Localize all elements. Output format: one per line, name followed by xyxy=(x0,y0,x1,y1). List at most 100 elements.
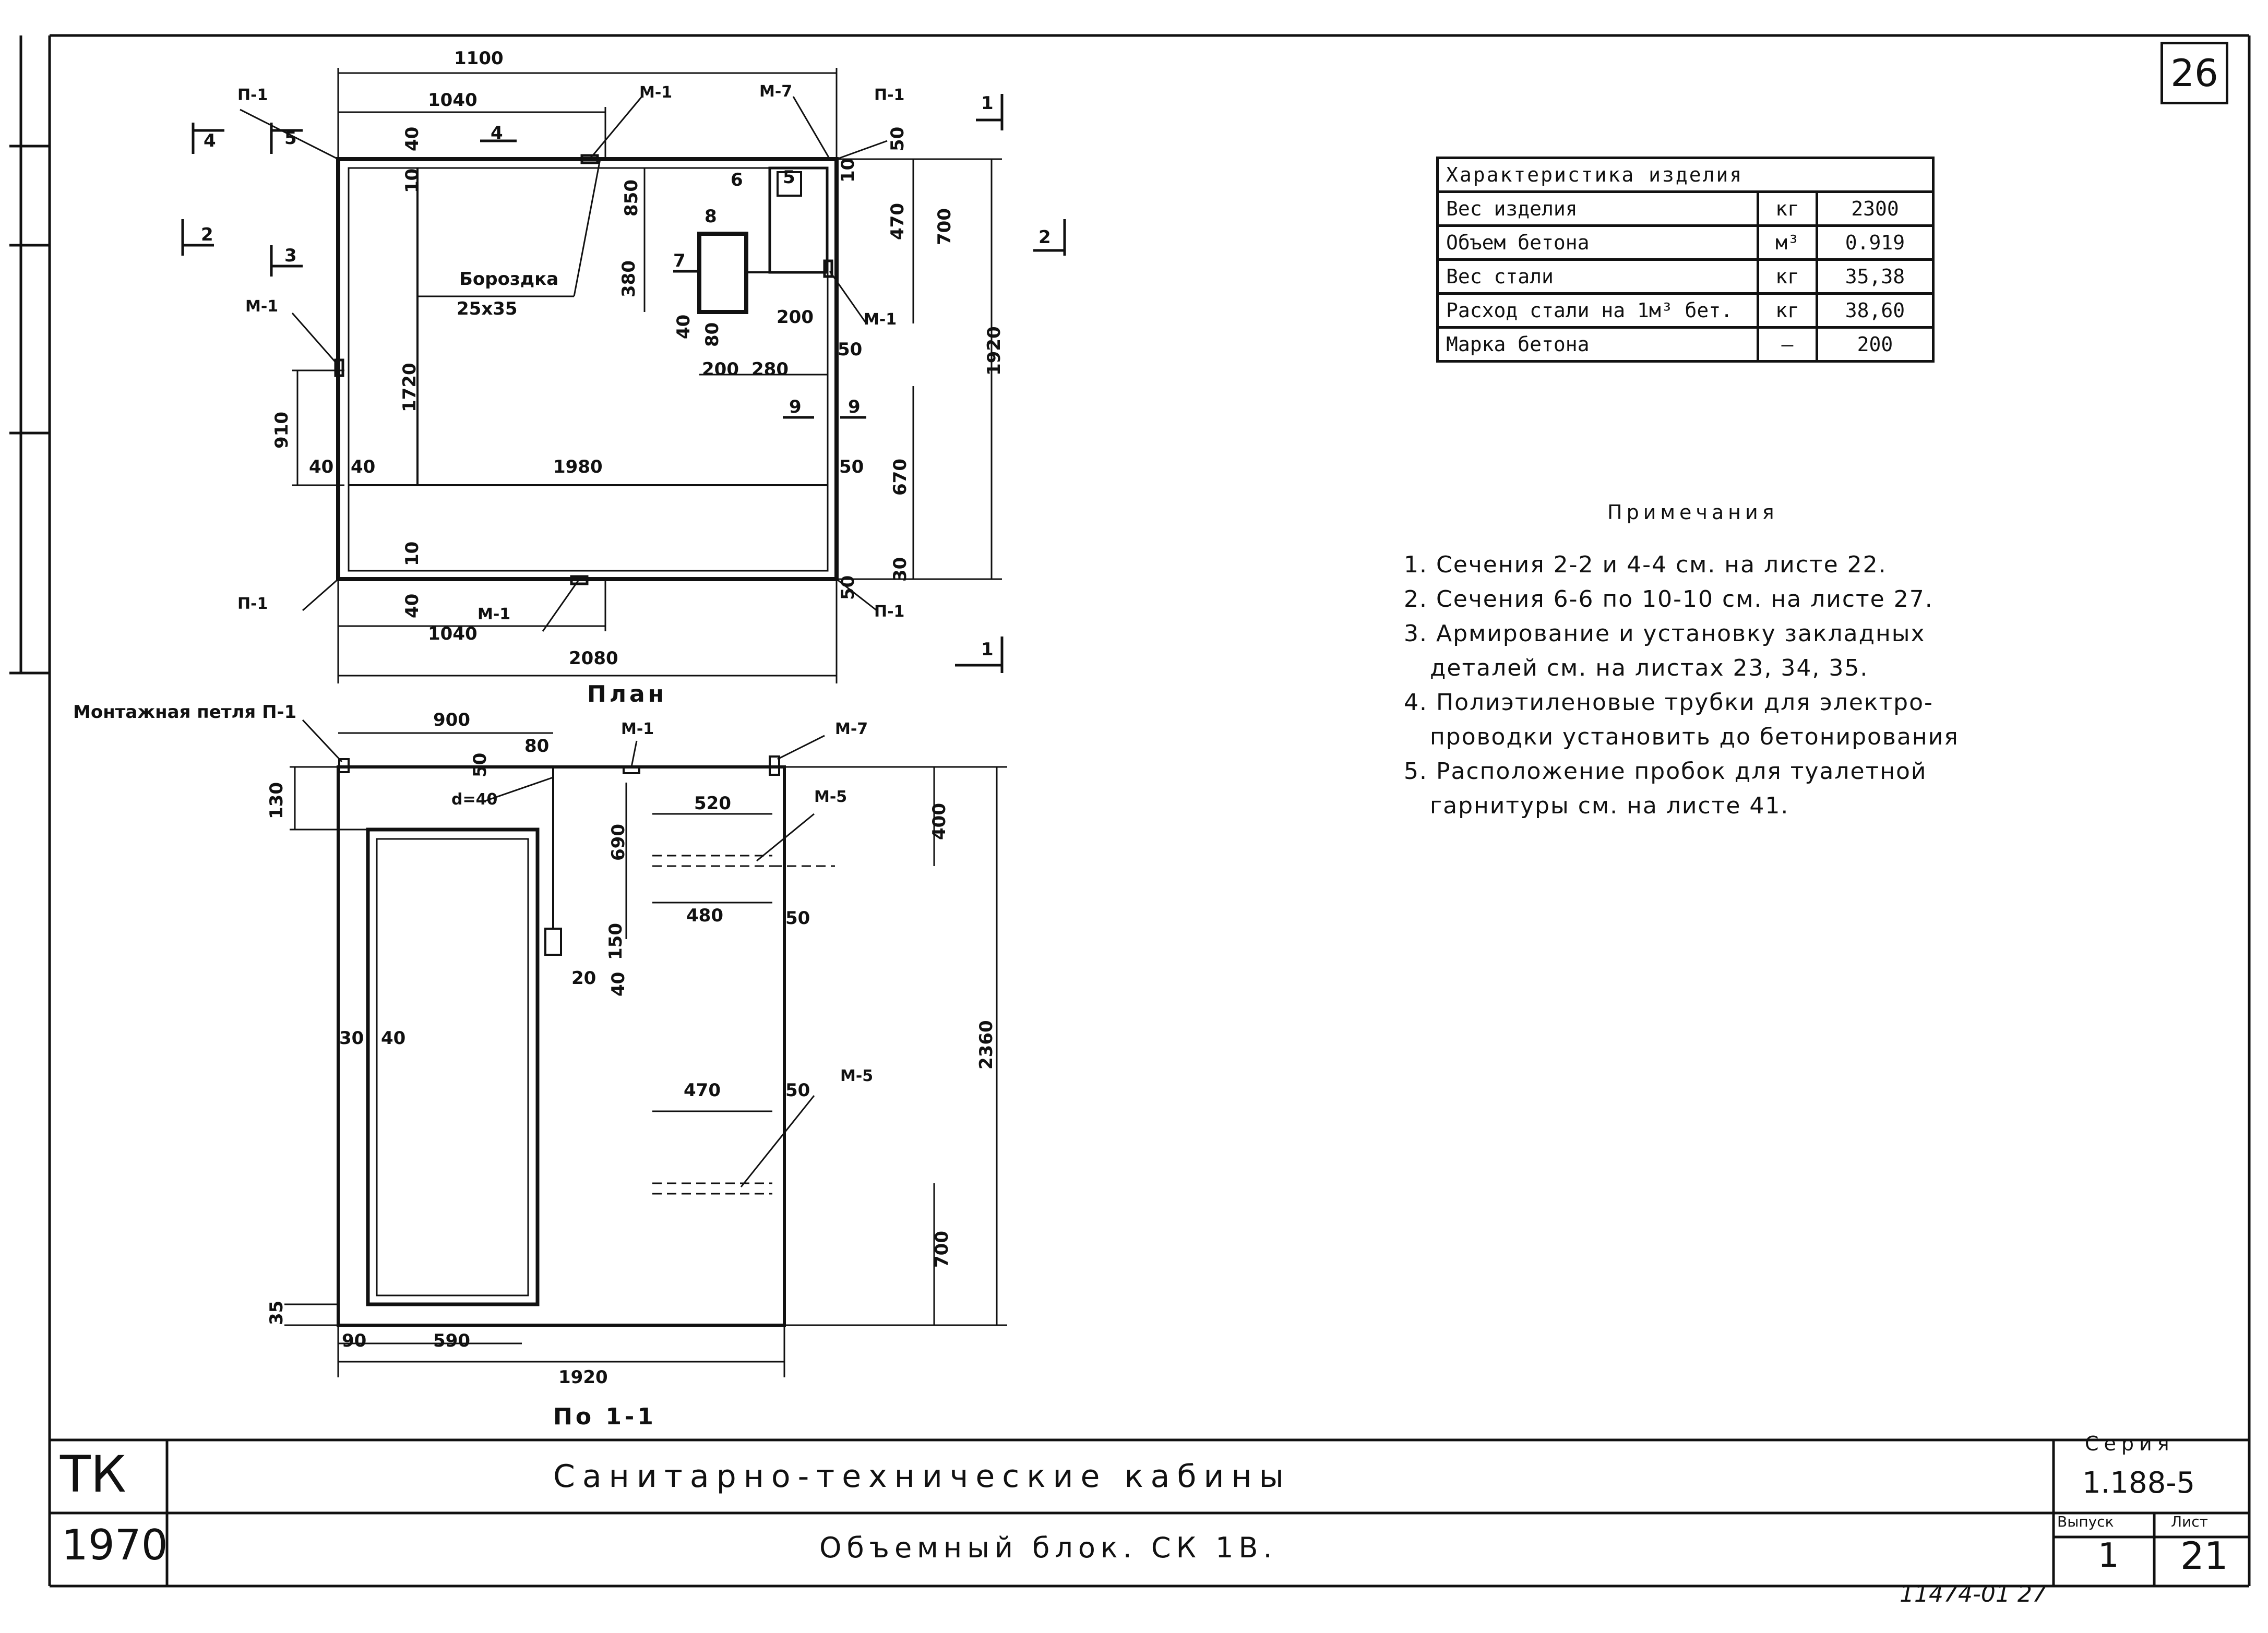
section-marker-4-inner: 4 xyxy=(491,123,503,143)
dim-h35: 35 xyxy=(266,1300,287,1325)
section-marker-3: 3 xyxy=(284,245,297,266)
label-m7-section: М-7 xyxy=(835,720,868,738)
dim-bottom-overall: 2080 xyxy=(569,648,618,669)
row-value: 38,60 xyxy=(1816,292,1935,329)
dim-50c: 50 xyxy=(470,752,491,777)
dim-overall-top: 1100 xyxy=(454,48,504,69)
row-name: Вес стали xyxy=(1436,258,1759,295)
dim-height-right: 1920 xyxy=(984,326,1005,376)
label-p1-top-left: П-1 xyxy=(237,86,268,104)
dim-40b: 40 xyxy=(608,971,629,996)
dim-80: 80 xyxy=(524,736,550,757)
row-name: Расход стали на 1м³ бет. xyxy=(1436,292,1759,329)
table-row: Марка бетона — 200 xyxy=(1436,326,1935,363)
row-value: 0.919 xyxy=(1816,224,1935,261)
dim-right-upper: 700 xyxy=(934,208,955,245)
section-marker-5: 5 xyxy=(284,128,297,149)
label-mounting-loop: Монтажная петля П-1 xyxy=(73,702,297,723)
table-row: Объем бетона м³ 0.919 xyxy=(1436,224,1935,261)
sheet-title: Санитарно-технические кабины xyxy=(553,1458,1292,1495)
dim-w590: 590 xyxy=(433,1330,470,1351)
dim-50-mid: 50 xyxy=(839,457,864,477)
dim-40a: 40 xyxy=(381,1028,406,1049)
dim-50a: 50 xyxy=(785,908,810,929)
dim-niche-40: 40 xyxy=(673,314,694,339)
dim-inner-1720: 1720 xyxy=(399,363,420,412)
plan-caption: План xyxy=(587,681,667,707)
table-row: Вес стали кг 35,38 xyxy=(1436,258,1935,295)
label-m1-section: М-1 xyxy=(621,720,654,738)
section-marker-4: 4 xyxy=(204,130,216,151)
note-item: 1. Сечения 2-2 и 4-4 см. на листе 22. xyxy=(1404,551,1887,578)
section-caption: По 1-1 xyxy=(553,1403,656,1430)
org-code: ТК xyxy=(60,1445,126,1504)
dim-h690: 690 xyxy=(608,824,629,861)
notes-title: Примечания xyxy=(1607,501,1778,524)
row-unit: кг xyxy=(1757,258,1818,295)
label-m1-bottom: М-1 xyxy=(478,605,511,623)
dim-10-bottom: 10 xyxy=(402,541,423,566)
dim-470: 470 xyxy=(887,203,908,240)
label-p1-bottom-left: П-1 xyxy=(237,595,268,613)
characteristics-table: Характеристика изделия Вес изделия кг 23… xyxy=(1436,157,1935,363)
label-groove-size: 25х35 xyxy=(457,298,518,319)
series-number: 1.188-5 xyxy=(2082,1466,2195,1500)
row-unit: кг xyxy=(1757,190,1818,227)
note-item: 2. Сечения 6-6 по 10-10 см. на листе 27. xyxy=(1404,586,1933,613)
label-m5-lower: М-5 xyxy=(840,1067,874,1085)
document-number: 11474-01 27 xyxy=(1900,1581,2047,1607)
dim-h700: 700 xyxy=(932,1231,952,1268)
dim-b10: 10 xyxy=(838,158,858,183)
row-value: 2300 xyxy=(1816,190,1935,227)
section-marker-1-bottom: 1 xyxy=(981,639,994,660)
sheet-number: 26 xyxy=(2160,42,2228,104)
dim-h150: 150 xyxy=(605,923,626,960)
row-value: 200 xyxy=(1816,326,1935,363)
dim-30: 30 xyxy=(339,1028,364,1049)
dim-niche-80: 80 xyxy=(702,322,723,347)
label-d40: d=40 xyxy=(451,790,498,809)
dim-width-mid: 1980 xyxy=(553,457,603,477)
section-marker-9a: 9 xyxy=(789,397,802,417)
table-header: Характеристика изделия xyxy=(1436,157,1935,193)
sheet-subtitle: Объемный блок. СК 1В. xyxy=(819,1531,1278,1564)
table-row: Вес изделия кг 2300 xyxy=(1436,190,1935,227)
row-unit: — xyxy=(1757,326,1818,363)
dim-w1920: 1920 xyxy=(558,1367,608,1388)
dim-30: 30 xyxy=(890,557,911,582)
dim-left-40c: 40 xyxy=(402,126,423,151)
dim-h400: 400 xyxy=(929,803,950,840)
row-value: 35,38 xyxy=(1816,258,1935,295)
row-name: Объем бетона xyxy=(1436,224,1759,261)
issue-label: Выпуск xyxy=(2057,1513,2114,1530)
list-label: Лист xyxy=(2171,1513,2208,1530)
section-marker-1-top: 1 xyxy=(981,93,994,114)
dim-w900: 900 xyxy=(433,710,470,730)
section-marker-5-inner: 5 xyxy=(783,167,795,188)
label-m1-left: М-1 xyxy=(245,297,279,316)
section-marker-2: 2 xyxy=(201,224,213,245)
table-row: Расход стали на 1м³ бет. кг 38,60 xyxy=(1436,292,1935,329)
label-m1-right: М-1 xyxy=(864,310,897,329)
dim-b40: 40 xyxy=(402,593,423,618)
list-number: 21 xyxy=(2180,1534,2228,1578)
label-m1-top: М-1 xyxy=(639,83,673,102)
dim-h2360: 2360 xyxy=(976,1020,997,1070)
note-item: 5. Расположение пробок для туалетной xyxy=(1404,758,1927,785)
year: 1970 xyxy=(62,1521,168,1569)
row-unit: кг xyxy=(1757,292,1818,329)
note-continuation: проводки установить до бетонирования xyxy=(1430,724,1959,750)
section-marker-6: 6 xyxy=(731,170,743,190)
dim-niche-380: 380 xyxy=(618,260,639,297)
table-header-row: Характеристика изделия xyxy=(1436,157,1935,193)
dim-w90: 90 xyxy=(342,1330,367,1351)
issue-number: 1 xyxy=(2098,1536,2119,1575)
dim-niche-200b: 200 xyxy=(702,359,739,380)
dim-w470: 470 xyxy=(684,1080,721,1101)
dim-inner-top: 1040 xyxy=(428,90,478,111)
section-marker-9b: 9 xyxy=(848,397,861,417)
label-m5-upper: М-5 xyxy=(814,788,847,806)
dim-b50: 50 xyxy=(838,575,858,600)
label-groove: Бороздка xyxy=(459,269,559,290)
